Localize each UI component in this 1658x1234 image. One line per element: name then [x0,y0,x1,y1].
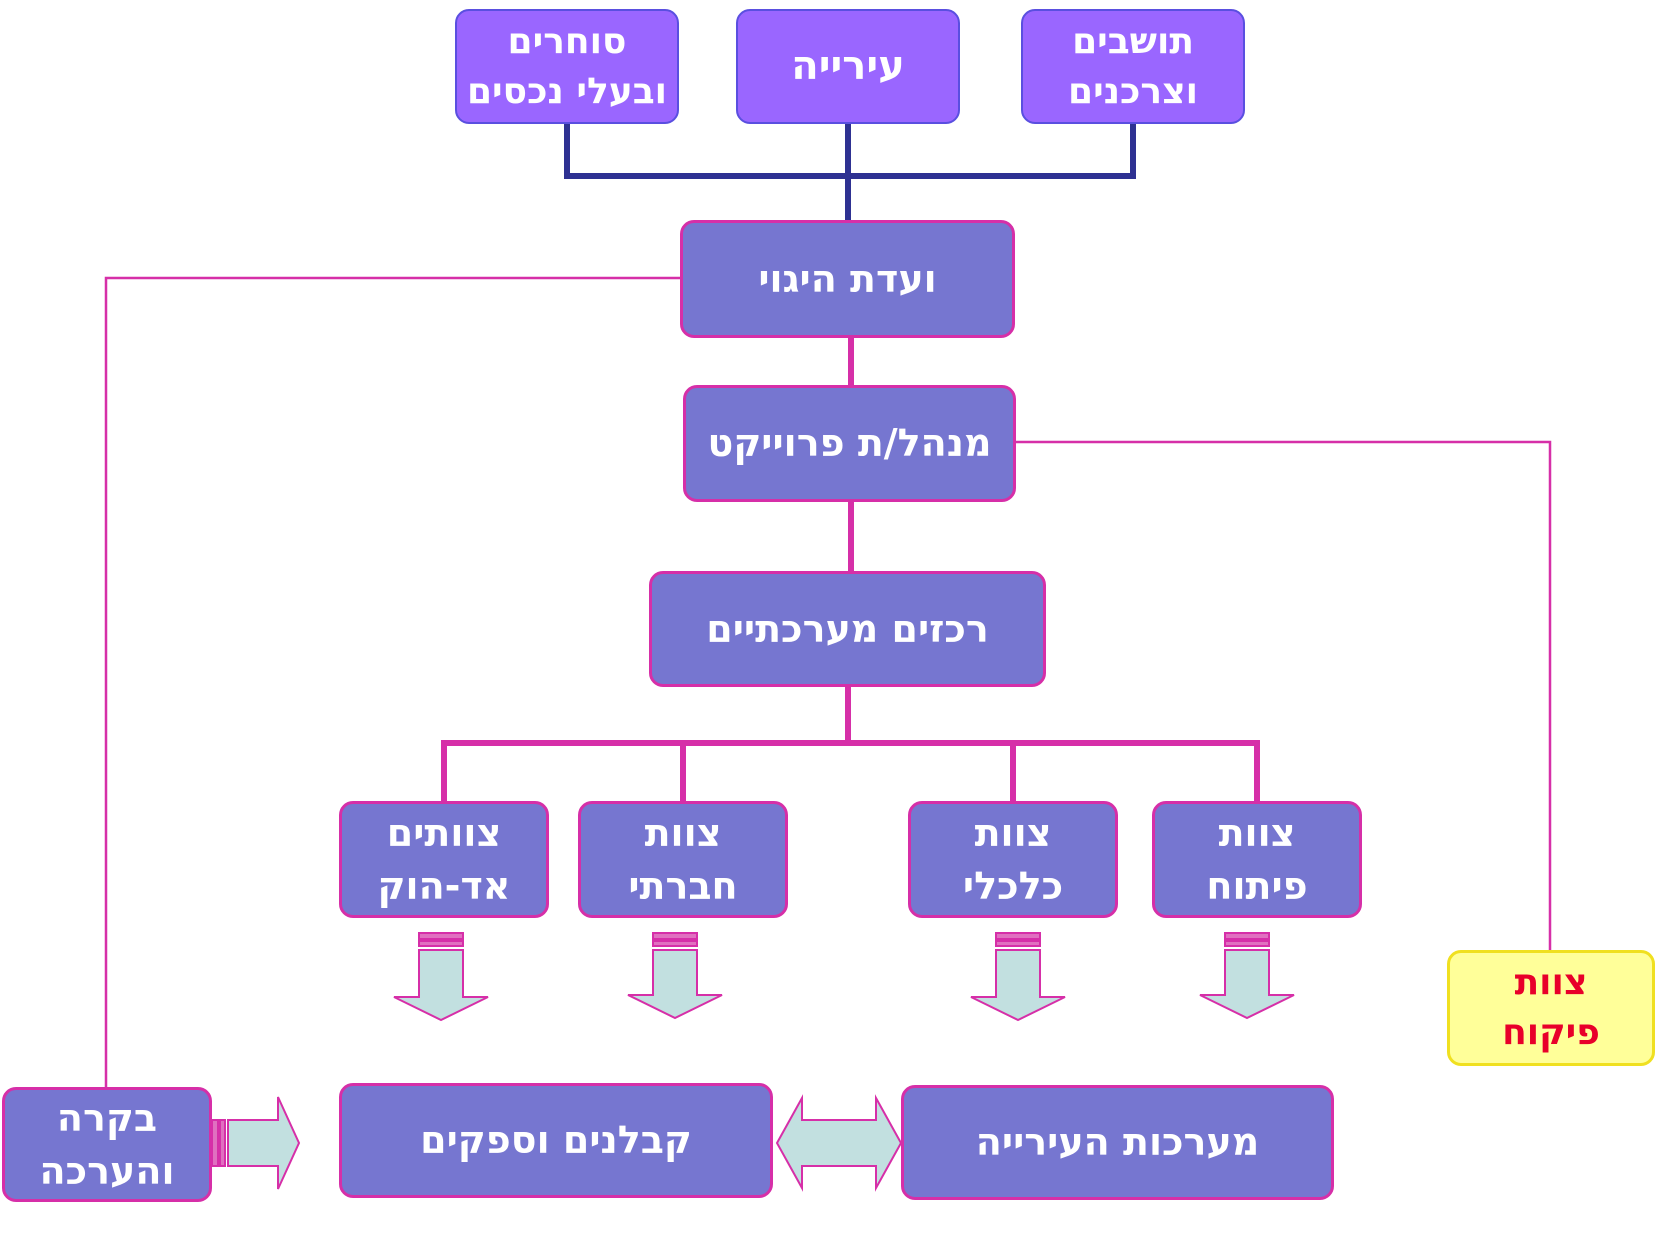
residents-line-1: תושבים [1072,20,1194,62]
stakeholder-connectors [564,124,1136,222]
team-economic-line-2: כלכלי [962,863,1064,908]
team-economic-box: צוות כלכלי [908,801,1118,918]
team-social-line-2: חברתי [628,863,738,908]
merchants-line-2: ובעלי נכסים [466,70,668,112]
team-social-box: צוות חברתי [578,801,788,918]
audit-arrow [211,1096,301,1190]
team-adhoc-line-1: צוותים [386,811,502,856]
double-arrow [775,1094,903,1192]
city-systems-label: מערכות העירייה [975,1120,1260,1165]
audit-box: בקרה והערכה [2,1087,212,1202]
down-arrow-adhoc [393,932,489,1022]
team-adhoc-line-2: אד-הוק [377,863,511,908]
audit-line-2: והערכה [39,1148,175,1193]
team-economic-line-1: צוות [974,811,1052,856]
system-coordinators-box: רכזים מערכתיים [649,571,1046,687]
down-arrows [393,932,1295,1022]
down-arrow-social [627,932,723,1020]
audit-line-1: בקרה [56,1096,158,1141]
residents-line-2: וצרכנים [1068,70,1198,112]
supervision-team-line-2: פיקוח [1502,1012,1600,1053]
down-arrow-economic [970,932,1066,1022]
team-development-line-2: פיתוח [1206,863,1308,908]
system-coordinators-label: רכזים מערכתיים [706,606,989,651]
side-lines [104,276,1552,1087]
city-systems-box: מערכות העירייה [901,1085,1334,1200]
steering-committee-box: ועדת היגוי [680,220,1015,338]
merchants-box: סוחרים ובעלי נכסים [455,9,679,124]
project-manager-box: מנהל/ת פרוייקט [683,385,1016,502]
team-adhoc-box: צוותים אד-הוק [339,801,549,918]
residents-box: תושבים וצרכנים [1021,9,1245,124]
municipality-box: עירייה [736,9,960,124]
team-social-line-1: צוות [644,811,722,856]
steering-committee-label: ועדת היגוי [758,256,937,301]
supervision-team-line-1: צוות [1514,962,1588,1004]
team-development-line-1: צוות [1218,811,1296,856]
main-spine [441,338,1260,801]
contractors-label: קבלנים וספקים [420,1118,692,1163]
municipality-label: עירייה [791,42,905,89]
down-arrow-development [1199,932,1295,1020]
team-development-box: צוות פיתוח [1152,801,1362,918]
contractors-box: קבלנים וספקים [339,1083,773,1198]
project-manager-label: מנהל/ת פרוייקט [707,421,992,466]
merchants-line-1: סוחרים [507,20,627,62]
supervision-team-box: צוות פיקוח [1447,950,1655,1066]
